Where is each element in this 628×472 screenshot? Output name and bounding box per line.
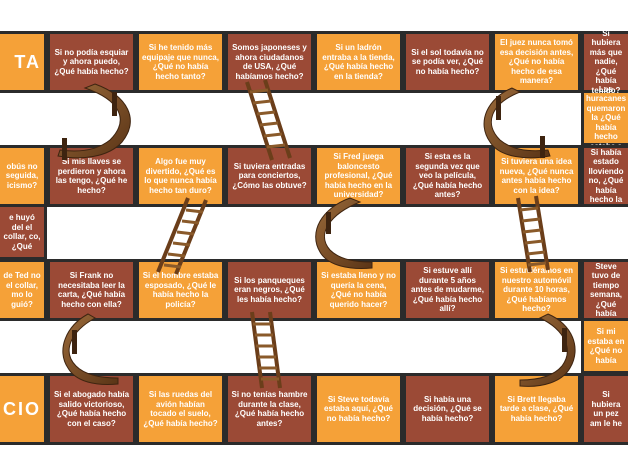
slide-icon (57, 83, 131, 160)
ladder-icon (156, 197, 208, 275)
square-text: Si había una decisión, ¿Qué se había hec… (413, 394, 482, 423)
square-r1-5[interactable]: Si el sol todavía no se podía ver, ¿Qué … (406, 34, 489, 90)
square-r2-8[interactable]: Si había estado lloviendo no, ¿Qué había… (584, 148, 628, 204)
side-square-left-2[interactable]: e huyó del el collar, co, ¿Qué (0, 207, 44, 257)
square-text: Si el hombre estaba esposado, ¿Qué le ha… (142, 271, 219, 309)
square-text: Si Frank no necesitaba leer la carta, ¿Q… (57, 271, 126, 309)
square-text: Si no tenías hambre durante la clase, ¿Q… (231, 390, 308, 428)
square-text: Si estuve allí durante 5 años antes de m… (411, 266, 484, 314)
square-r4-1[interactable]: Si el abogado había salido victorioso, ¿… (50, 376, 133, 442)
square-r1-4[interactable]: Si un ladrón entraba a la tienda, ¿Qué h… (317, 34, 400, 90)
square-text: Somos japoneses y ahora ciudadanos de US… (232, 43, 307, 81)
start-label: CIO (2, 399, 41, 419)
square-text: Si no podía esquiar y ahora puedo, ¿Qué … (54, 47, 129, 76)
square-text: Si el sol todavía no se podía ver, ¿Qué … (411, 47, 484, 76)
side-square-right-3[interactable]: Si mi estaba en ¿Qué no había (584, 321, 628, 371)
square-text: El juez nunca tomó esa decisión antes, ¿… (499, 38, 574, 86)
square-r4-2[interactable]: Si las ruedas del avión habían tocado el… (139, 376, 222, 442)
square-r4-5[interactable]: Si había una decisión, ¿Qué se había hec… (406, 376, 489, 442)
end-label: TA (14, 52, 41, 72)
square-r4-3[interactable]: Si no tenías hambre durante la clase, ¿Q… (228, 376, 311, 442)
end-square[interactable]: TA (0, 34, 44, 90)
square-text: Si tuviera una idea nueva, ¿Qué nunca an… (499, 157, 574, 195)
ladder-icon (516, 195, 550, 273)
square-text: Si un ladrón entraba a la tienda, ¿Qué h… (322, 43, 395, 81)
square-text: Si Brett llegaba tarde a clase, ¿Qué hab… (499, 394, 574, 423)
square-text: Algo fue muy divertido, ¿Qué es lo que n… (144, 157, 217, 195)
square-r2-6[interactable]: Si esta es la segunda vez que veo la pel… (406, 148, 489, 204)
square-text: Si había estado lloviendo no, ¿Qué había… (588, 147, 624, 205)
square-r2-5[interactable]: Si Fred juega baloncesto profesional, ¿Q… (317, 148, 400, 204)
start-square[interactable]: CIO (0, 376, 44, 442)
square-r3-4[interactable]: Si los panqueques eran negros, ¿Qué les … (228, 262, 311, 318)
slide-icon (62, 313, 119, 385)
square-r3-7[interactable]: Si estuviéramos en nuestro automóvil dur… (495, 262, 578, 318)
square-text: Si mi estaba en ¿Qué no había (587, 327, 625, 365)
square-r1-2[interactable]: Si he tenido más equipaje que nunca, ¿Qu… (139, 34, 222, 90)
square-r3-5[interactable]: Si estaba lleno y no quería la cena, ¿Qu… (317, 262, 400, 318)
square-text: Si Fred juega baloncesto profesional, ¿Q… (324, 152, 393, 200)
square-r4-4[interactable]: Si Steve todavía estaba aquí, ¿Qué no ha… (317, 376, 400, 442)
square-r1-3[interactable]: Somos japoneses y ahora ciudadanos de US… (228, 34, 311, 90)
square-r1-1[interactable]: Si no podía esquiar y ahora puedo, ¿Qué … (50, 34, 133, 90)
square-text: Si mis llaves se perdieron y ahora las t… (55, 157, 128, 195)
square-text: Si las ruedas del avión habían tocado el… (143, 390, 218, 428)
square-text: Si hubiera un pez am le he (589, 390, 622, 428)
square-text: de Ted no el collar, mo lo guió? (3, 271, 41, 309)
ladder-icon (245, 79, 292, 161)
square-r2-3[interactable]: Algo fue muy divertido, ¿Qué es lo que n… (139, 148, 222, 204)
slide-icon (315, 197, 373, 269)
square-text: Si los panqueques eran negros, ¿Qué les … (234, 275, 305, 304)
square-r3-1[interactable]: de Ted no el collar, mo lo guió? (0, 262, 44, 318)
square-r3-8[interactable]: Steve tuvo de tiempo semana, ¿Qué había (584, 262, 628, 318)
square-r3-2[interactable]: Si Frank no necesitaba leer la carta, ¿Q… (50, 262, 133, 318)
square-r4-7[interactable]: Si hubiera un pez am le he (584, 376, 628, 442)
slide-icon (483, 87, 551, 159)
square-text: Si estuviéramos en nuestro automóvil dur… (500, 266, 573, 314)
square-text: Si hubiera más que nadie, ¿Qué había ten… (589, 28, 623, 95)
ladder-icon (250, 311, 282, 389)
square-r3-6[interactable]: Si estuve allí durante 5 años antes de m… (406, 262, 489, 318)
square-r4-6[interactable]: Si Brett llegaba tarde a clase, ¿Qué hab… (495, 376, 578, 442)
square-text: e huyó del el collar, co, ¿Qué (3, 213, 41, 251)
square-text: Steve tuvo de tiempo semana, ¿Qué había (589, 261, 623, 319)
square-text: Si Steve todavía estaba aquí, ¿Qué no ha… (324, 394, 393, 423)
square-text: Si tuviera entradas para conciertos, ¿Có… (232, 161, 307, 190)
square-r2-1[interactable]: obús no seguida, icismo? (0, 148, 44, 204)
square-r3-3[interactable]: Si el hombre estaba esposado, ¿Qué le ha… (139, 262, 222, 318)
square-text: obús no seguida, icismo? (5, 161, 39, 190)
square-r1-6[interactable]: El juez nunca tomó esa decisión antes, ¿… (495, 34, 578, 90)
square-text: Si el abogado había salido victorioso, ¿… (53, 390, 130, 428)
slide-icon (519, 313, 576, 387)
square-text: Si he tenido más equipaje que nunca, ¿Qu… (142, 43, 219, 81)
square-text: Si estaba lleno y no quería la cena, ¿Qu… (321, 271, 396, 309)
square-r1-7[interactable]: Si hubiera más que nadie, ¿Qué había ten… (584, 29, 628, 95)
square-text: Si esta es la segunda vez que veo la pel… (412, 152, 483, 200)
